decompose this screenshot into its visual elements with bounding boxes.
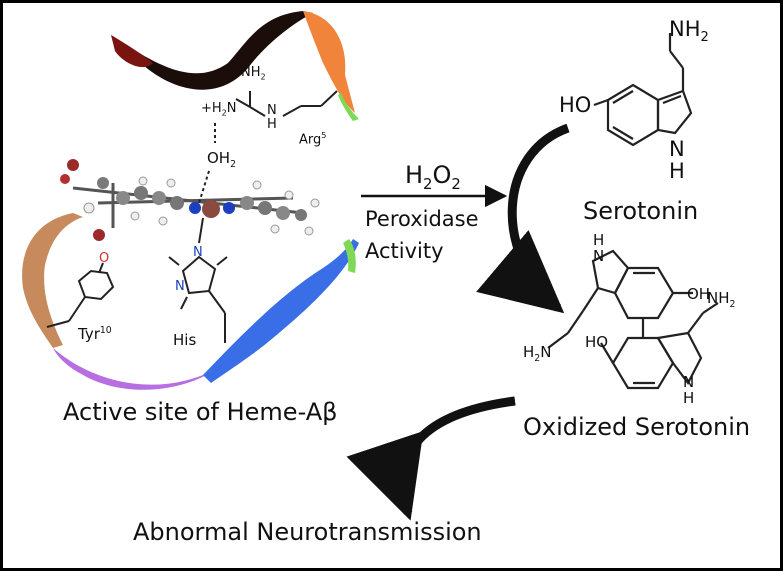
- peptide-ribbon-top: [111, 11, 359, 121]
- heme-molecule: [60, 123, 320, 244]
- serotonin-ho-label: HO: [559, 93, 592, 117]
- arginine-sidechain: [235, 90, 338, 117]
- oxidized-n-bottom-label: N: [683, 373, 695, 391]
- tyr10-label: Tyr10: [78, 325, 112, 343]
- tyrosine-ring: [46, 262, 115, 328]
- arg5-label: Arg5: [299, 131, 327, 148]
- his-n-top-label: N: [193, 245, 203, 260]
- histidine-ring: [168, 255, 228, 343]
- outcome-label: Abnormal Neurotransmission: [133, 518, 482, 546]
- tyr-oh-label: O: [99, 251, 110, 266]
- arg-nh2-label: NH2: [241, 65, 266, 82]
- arg-n-label: N: [267, 103, 277, 118]
- oxidized-h-top-label: H: [593, 231, 605, 249]
- h2o2-label: H2O2: [405, 161, 461, 193]
- oxidized-serotonin-structure: [547, 249, 719, 390]
- serotonin-nh2-label: NH2: [669, 17, 709, 46]
- active-site-caption: Active site of Heme-Aβ: [63, 398, 338, 426]
- curved-arrow-serotonin-to-oxidized: [476, 123, 570, 314]
- arg-h-label: H: [267, 117, 277, 132]
- arg-h2n-plus-label: +H2N: [201, 101, 237, 118]
- oxidized-serotonin-name: Oxidized Serotonin: [523, 413, 751, 441]
- oxidized-ho-label: HO: [585, 333, 609, 351]
- oxidized-n-top-label: N: [593, 247, 605, 265]
- his-n-bottom-label: N: [175, 279, 185, 294]
- peroxidase-label: Peroxidase: [365, 207, 479, 231]
- figure-canvas: NH2 +H2N N H Arg5 OH2 O Tyr10 His N N Ac…: [3, 3, 780, 568]
- oxidized-oh-label: OH: [687, 285, 711, 303]
- water-label: OH2: [207, 149, 237, 170]
- oxidized-h2n-label: H2N: [523, 343, 552, 364]
- activity-label: Activity: [365, 239, 444, 263]
- serotonin-n-label: N: [669, 137, 685, 161]
- peptide-ribbon-bottom: [22, 213, 359, 390]
- curved-arrow-to-outcome: [346, 396, 516, 521]
- serotonin-name: Serotonin: [583, 197, 699, 225]
- diagram-graphics: [22, 11, 719, 521]
- serotonin-h-label: H: [669, 159, 685, 183]
- serotonin-structure: [593, 33, 693, 147]
- oxidized-nh2-label: NH2: [707, 289, 736, 310]
- his-label: His: [173, 331, 197, 349]
- oxidized-h-bottom-label: H: [683, 389, 695, 407]
